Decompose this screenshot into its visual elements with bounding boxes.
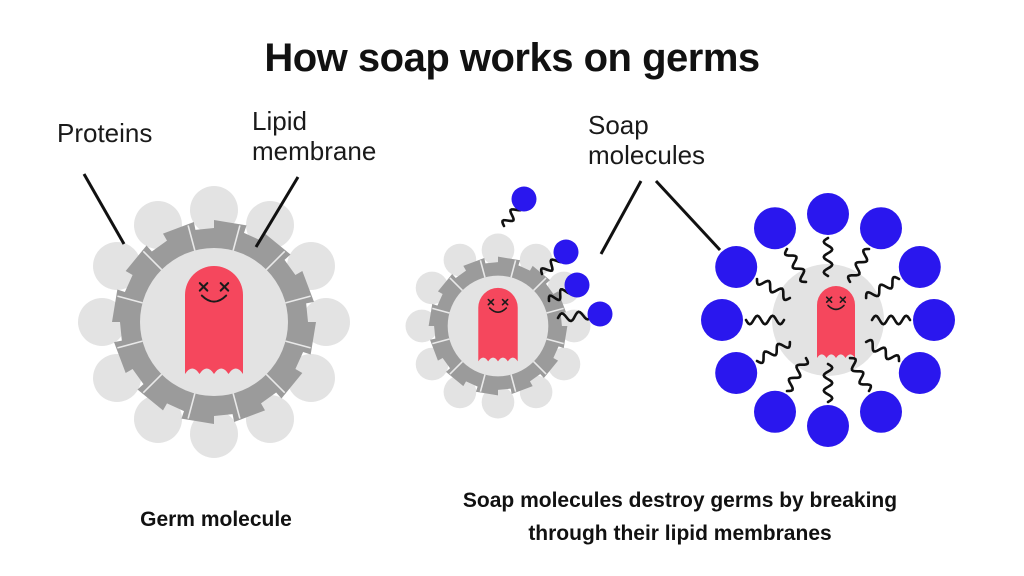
micelle-germ-eye-right <box>839 296 847 303</box>
germ-intact-membrane-seam <box>265 373 286 394</box>
germ-attacked-membrane-seam <box>479 374 486 392</box>
micelle-soap-head <box>807 405 849 447</box>
micelle-soap-tail <box>744 314 786 326</box>
germ-intact-membrane-seam <box>232 393 241 419</box>
germ-intact-protein <box>134 394 182 443</box>
micelle-soap-head <box>715 352 758 394</box>
pointer-soap-right <box>654 179 722 252</box>
micelle-soap-head <box>898 246 941 288</box>
soap-molecule-head <box>587 301 613 327</box>
germ-attacked-membrane-seam <box>546 338 564 345</box>
micelle-soap-head <box>754 207 796 250</box>
germ-intact-membrane-seam <box>117 340 143 349</box>
germ-attacked-membrane-seam <box>533 361 547 375</box>
caption-soap: Soap molecules destroy germs by breaking… <box>400 484 960 550</box>
germ-attacked-membrane-seam <box>510 260 517 278</box>
pointer-lines <box>82 173 722 255</box>
label-soap-molecules: Soap molecules <box>588 110 705 170</box>
germ-intact-membrane-seam <box>142 250 163 271</box>
micelle-soap-tail <box>846 247 871 284</box>
micelle-soap-tail <box>783 247 808 284</box>
germ-attacked-membrane-seam <box>533 277 547 291</box>
label-soap-line2: molecules <box>588 140 706 170</box>
germ-intact <box>78 186 350 458</box>
germ-attacked-membrane-seam <box>510 374 517 392</box>
caption-germ: Germ molecule <box>96 503 336 536</box>
label-proteins: Proteins <box>57 118 152 148</box>
germ-attacked-protein <box>415 271 449 305</box>
micelle-soap-head <box>913 299 955 341</box>
soap-micelle <box>701 193 955 447</box>
caption-soap-line2: through their lipid membranes <box>528 522 832 545</box>
micelle-soap-head <box>898 352 941 394</box>
germ-intact-germ-body <box>185 266 243 374</box>
germ-attacked-germ-smile <box>488 307 508 313</box>
germ-attacked-membrane-seam <box>432 338 450 345</box>
micelle-soap-head <box>754 390 796 433</box>
label-proteins-text: Proteins <box>57 118 153 148</box>
micelle-soap-tail <box>822 236 834 278</box>
germ-intact-germ-eye-right <box>219 282 230 292</box>
germ-attacked <box>405 233 591 419</box>
micelle-soap-tail <box>864 275 901 300</box>
micelle-germ-body <box>817 286 855 358</box>
micelle-soap-tail <box>822 362 834 404</box>
germ-attacked-germ-body <box>478 287 518 362</box>
pointer-lipid-membrane <box>254 176 300 248</box>
germ-intact-membrane-seam <box>142 373 163 394</box>
micelle-soap-head <box>860 390 902 433</box>
pointer-proteins <box>82 173 126 245</box>
micelle-soap-head <box>715 246 758 288</box>
germ-intact-membrane-seam <box>117 295 143 304</box>
germ-intact-germ-smile <box>200 294 228 303</box>
caption-soap-line1: Soap molecules destroy germs by breaking <box>462 489 898 512</box>
germ-attacked-membrane-seam <box>546 307 564 314</box>
germ-attacked-germ-eye-left <box>487 298 495 306</box>
soap-molecule-head <box>553 239 579 265</box>
germ-intact-membrane-seam <box>187 225 196 251</box>
micelle-soap-head <box>860 207 902 250</box>
germ-intact-protein <box>93 242 142 290</box>
micelle-soap-head <box>807 193 849 235</box>
micelle-soap-tail <box>864 338 901 363</box>
micelle-soap-head <box>701 299 743 341</box>
germ-intact-membrane-seam <box>187 393 196 419</box>
germ-intact-germ-eye-left <box>198 282 209 292</box>
pointer-soap-left <box>599 180 643 255</box>
micelle-soap-tail <box>785 356 810 393</box>
page-title: How soap works on germs <box>264 36 760 80</box>
label-lipid-line1: Lipid <box>252 106 307 136</box>
micelle-germ-smile <box>827 304 845 311</box>
germ-attacked-membrane-seam <box>432 307 450 314</box>
germ-attacked-membrane-seam <box>479 260 486 278</box>
germ-attacked-protein <box>547 347 581 381</box>
micelle-soap-tail <box>755 340 792 365</box>
micelle-germ-eye-left <box>825 296 833 303</box>
germ-attacked-germ-eye-right <box>501 298 509 306</box>
germ-attacked-protein <box>443 375 477 409</box>
germ-attacked-membrane-seam <box>449 361 463 375</box>
germ-intact-membrane-seam <box>232 225 241 251</box>
micelle-soap-tail <box>848 356 873 393</box>
label-soap-line1: Soap <box>588 110 649 140</box>
micelle-soap-tail <box>755 277 792 302</box>
germ-intact-membrane-seam <box>285 340 311 349</box>
micelle-soap-tail <box>870 314 912 326</box>
caption-germ-text: Germ molecule <box>140 508 292 531</box>
soap-molecule-head <box>564 272 590 298</box>
germ-intact-membrane-seam <box>285 295 311 304</box>
germ-intact-protein <box>286 354 335 402</box>
soap-molecule-head <box>511 186 537 212</box>
germ-intact-membrane-seam <box>265 250 286 271</box>
label-lipid-membrane: Lipid membrane <box>252 106 376 166</box>
attacking-soap-molecules <box>501 186 613 327</box>
germ-attacked-membrane-seam <box>449 277 463 291</box>
label-lipid-line2: membrane <box>252 136 377 166</box>
